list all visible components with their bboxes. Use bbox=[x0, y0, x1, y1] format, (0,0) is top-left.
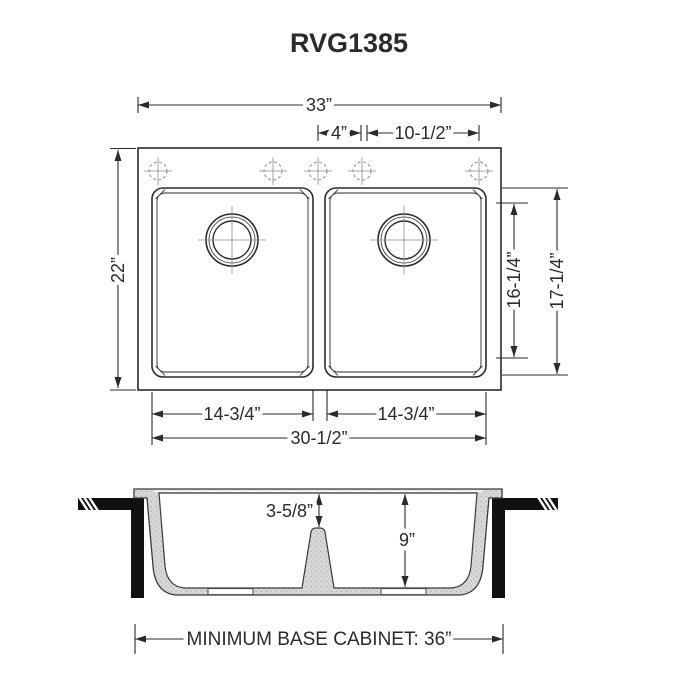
dim-faucet-spacing-right: 10-1/2” bbox=[394, 123, 451, 143]
countertop-right bbox=[492, 496, 559, 598]
faucet-hole bbox=[259, 157, 287, 185]
dim-bowl-inner-depth: 16-1/4” bbox=[504, 251, 524, 308]
faucet-holes bbox=[144, 157, 493, 185]
countertop-left bbox=[77, 496, 144, 598]
dim-overall-width: 33” bbox=[306, 95, 332, 115]
dim-divider-depth: 3-5/8” bbox=[266, 501, 313, 521]
right-bowl bbox=[324, 187, 487, 378]
faucet-hole bbox=[465, 157, 493, 185]
cabinet-dimension: MINIMUM BASE CABINET: 36” bbox=[134, 624, 504, 655]
left-bowl bbox=[151, 187, 314, 378]
dim-bowl-outer-depth: 17-1/4” bbox=[547, 252, 567, 309]
dim-bowl-depth: 9” bbox=[399, 530, 415, 550]
dim-faucet-spacing-left: 4” bbox=[331, 123, 347, 143]
model-title: RVG1385 bbox=[290, 28, 408, 58]
top-view-dimensions: 33” 4” 10-1/2” 22” 16-1/4” 17-1/4” 14-3/… bbox=[104, 91, 572, 453]
right-drain-recess bbox=[380, 588, 427, 596]
section-view: 3-5/8” 9” bbox=[77, 488, 559, 598]
dim-overall-depth: 22” bbox=[108, 257, 128, 283]
faucet-hole bbox=[348, 157, 376, 185]
faucet-hole bbox=[304, 157, 332, 185]
dim-right-bowl-width: 14-3/4” bbox=[377, 404, 434, 424]
bowl-interior bbox=[158, 492, 478, 589]
dim-left-bowl-width: 14-3/4” bbox=[203, 404, 260, 424]
top-view bbox=[137, 147, 502, 391]
cabinet-note: MINIMUM BASE CABINET: 36” bbox=[187, 629, 452, 650]
left-drain bbox=[198, 206, 266, 274]
left-drain-recess bbox=[207, 588, 254, 596]
dim-bowls-overall-width: 30-1/2” bbox=[290, 428, 347, 448]
sink-deck-outline bbox=[137, 147, 502, 391]
right-drain bbox=[370, 206, 438, 274]
faucet-hole bbox=[144, 157, 172, 185]
